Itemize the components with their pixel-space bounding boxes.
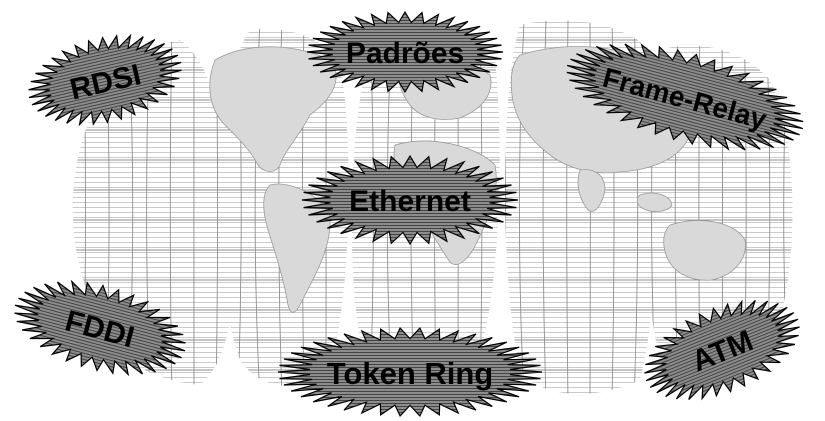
burst-token-ring: Token Ring xyxy=(277,327,543,417)
burst-frame-relay: Frame-Relay xyxy=(566,43,804,151)
burst-fddi: FDDI xyxy=(14,279,186,377)
australia-shape xyxy=(663,220,746,281)
north-america-shape xyxy=(209,46,337,172)
label-padroes: Padrões xyxy=(346,37,464,70)
label-ethernet: Ethernet xyxy=(349,185,471,218)
burst-padroes: Padrões xyxy=(306,10,504,94)
burst-ethernet: Ethernet xyxy=(301,154,519,246)
burst-rdsi: RDSI xyxy=(28,33,182,127)
label-token-ring: Token Ring xyxy=(327,356,493,391)
islands-shape xyxy=(636,192,673,212)
india-shape xyxy=(577,169,606,212)
burst-atm: ATM xyxy=(644,299,800,401)
